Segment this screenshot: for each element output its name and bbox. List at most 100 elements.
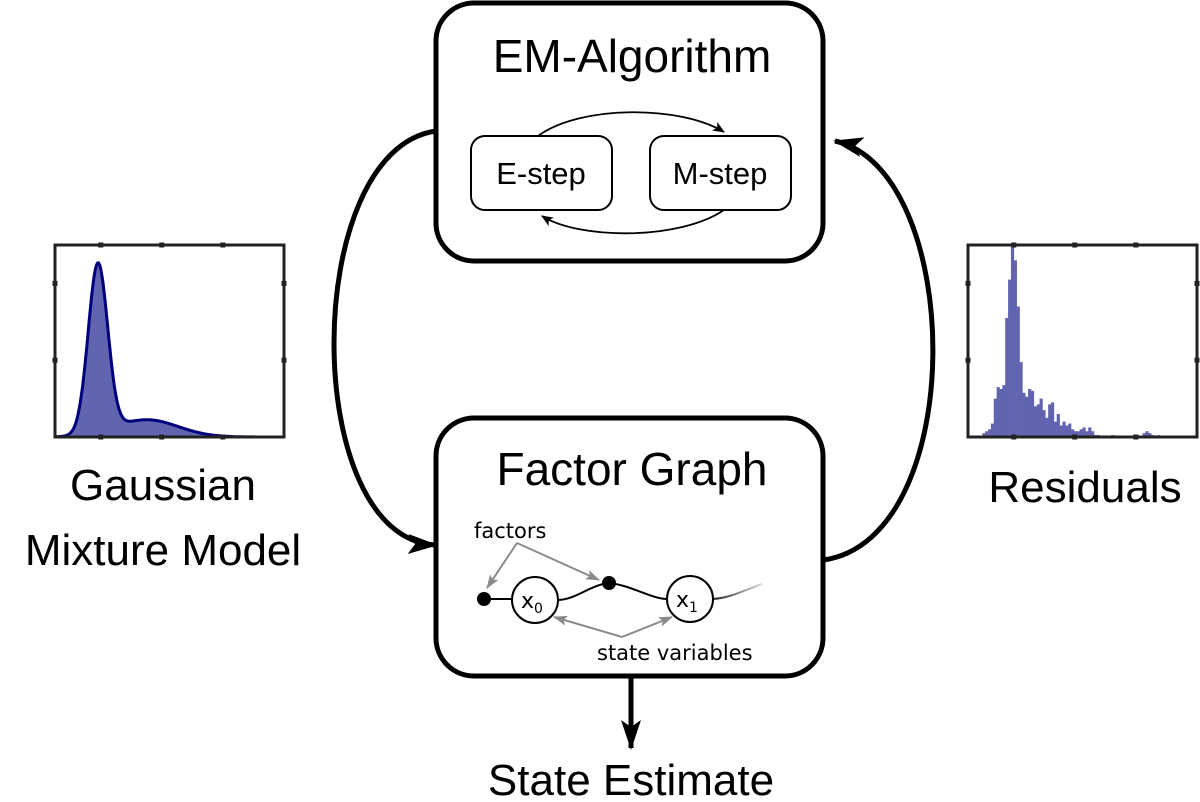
x-tick <box>1133 242 1139 248</box>
x-tick <box>1133 434 1139 440</box>
residuals-bars <box>982 245 1161 437</box>
histogram-bar <box>1036 404 1040 437</box>
y-tick <box>1194 280 1200 286</box>
factors-label: factors <box>474 519 546 543</box>
histogram-bar <box>1016 306 1020 437</box>
residuals-ticks <box>965 242 1200 440</box>
gmm-area <box>55 262 284 437</box>
histogram-bar <box>982 433 986 437</box>
em-title: EM-Algorithm <box>493 30 772 82</box>
y-tick <box>965 357 971 363</box>
y-tick <box>965 280 971 286</box>
factor-node-0 <box>477 592 491 606</box>
histogram-bar <box>1010 245 1015 437</box>
histogram-bar <box>1030 390 1035 437</box>
m-to-e-arrow <box>541 209 725 235</box>
state-node-x0 <box>511 576 559 624</box>
histogram-bar <box>1042 410 1046 437</box>
histogram-bar <box>1005 317 1009 437</box>
histogram-bar <box>1059 425 1063 437</box>
histogram-bar <box>1082 427 1086 437</box>
e-step-box <box>470 135 613 211</box>
histogram-bar <box>1065 425 1069 437</box>
em-to-factor-graph-arrow <box>331 128 438 554</box>
x-tick <box>159 434 165 440</box>
e-step-label: E-step <box>496 156 586 191</box>
y-tick <box>1194 357 1200 363</box>
histogram-bar <box>1056 413 1060 437</box>
x-tick <box>1011 434 1017 440</box>
factor-graph-title: Factor Graph <box>497 443 768 495</box>
histogram-bar <box>1039 398 1043 437</box>
state-variables-label: state variables <box>597 641 753 665</box>
histogram-bar <box>993 398 997 437</box>
histogram-bar <box>1148 433 1152 437</box>
factors-arrow-right <box>516 542 600 581</box>
m-step-box <box>649 135 792 211</box>
residuals-frame <box>966 243 1199 439</box>
y-tick <box>281 280 287 286</box>
m-step-label: M-step <box>673 156 768 191</box>
histogram-bar <box>1062 421 1066 437</box>
histogram-bar <box>1073 431 1078 437</box>
histogram-bar <box>1051 402 1055 437</box>
histogram-bar <box>1013 260 1017 437</box>
gmm-label-line2: Mixture Model <box>25 526 301 575</box>
histogram-bar <box>1008 279 1012 437</box>
state-estimate-label: State Estimate <box>488 756 774 802</box>
state-node-x1-label: x1 <box>676 588 698 616</box>
x-tick <box>98 434 104 440</box>
histogram-bar <box>999 389 1003 437</box>
histogram-bar <box>1142 433 1146 437</box>
x-tick <box>1072 242 1078 248</box>
histogram-bar <box>996 387 1000 437</box>
y-tick <box>281 357 287 363</box>
gmm-ticks <box>52 242 287 440</box>
em-algorithm-box: EM-Algorithm E-step M-step <box>433 0 826 264</box>
histogram-bar <box>1022 392 1026 437</box>
x-tick <box>98 242 104 248</box>
histogram-bar <box>1019 362 1023 437</box>
histogram-bar <box>1053 421 1058 437</box>
histogram-bar <box>1045 417 1049 437</box>
histogram-bar <box>990 423 995 437</box>
residuals-plot <box>965 242 1200 440</box>
factor-graph-box: Factor Graph factors x0 x1 state variabl… <box>433 415 826 679</box>
y-tick <box>52 280 58 286</box>
histogram-bar <box>985 431 989 437</box>
histogram-bar <box>1048 404 1052 437</box>
residuals-label: Residuals <box>988 463 1181 512</box>
gmm-frame <box>53 243 286 439</box>
histogram-bar <box>1025 396 1029 437</box>
x-tick <box>220 434 226 440</box>
histogram-bar <box>1028 389 1032 437</box>
state-vars-arrow-left <box>553 615 623 638</box>
histogram-bar <box>1033 406 1037 437</box>
histogram-bar <box>1076 431 1080 437</box>
x-tick <box>220 242 226 248</box>
edge-x1-continuation <box>712 583 763 600</box>
gmm-label-line1: Gaussian <box>70 461 256 510</box>
factor-node-1 <box>602 576 616 590</box>
y-tick <box>52 357 58 363</box>
histogram-bar <box>1079 429 1083 437</box>
x-tick <box>1072 434 1078 440</box>
x-tick <box>159 242 165 248</box>
state-vars-arrow-right <box>621 616 673 638</box>
state-node-x1 <box>666 575 714 623</box>
histogram-bar <box>1091 431 1095 437</box>
gmm-plot <box>52 242 287 440</box>
histogram-bar <box>1145 431 1149 437</box>
state-node-x0-label: x0 <box>521 589 543 617</box>
factors-arrow-left <box>486 542 518 589</box>
histogram-bar <box>1088 427 1092 437</box>
histogram-bar <box>1085 431 1089 437</box>
histogram-bar <box>1002 385 1006 437</box>
x-tick <box>1011 242 1017 248</box>
histogram-bar <box>1071 429 1075 437</box>
e-to-m-arrow <box>537 111 725 137</box>
histogram-bar <box>1068 423 1072 437</box>
histogram-bar <box>988 429 992 437</box>
residuals-to-em-arrow <box>822 137 936 563</box>
